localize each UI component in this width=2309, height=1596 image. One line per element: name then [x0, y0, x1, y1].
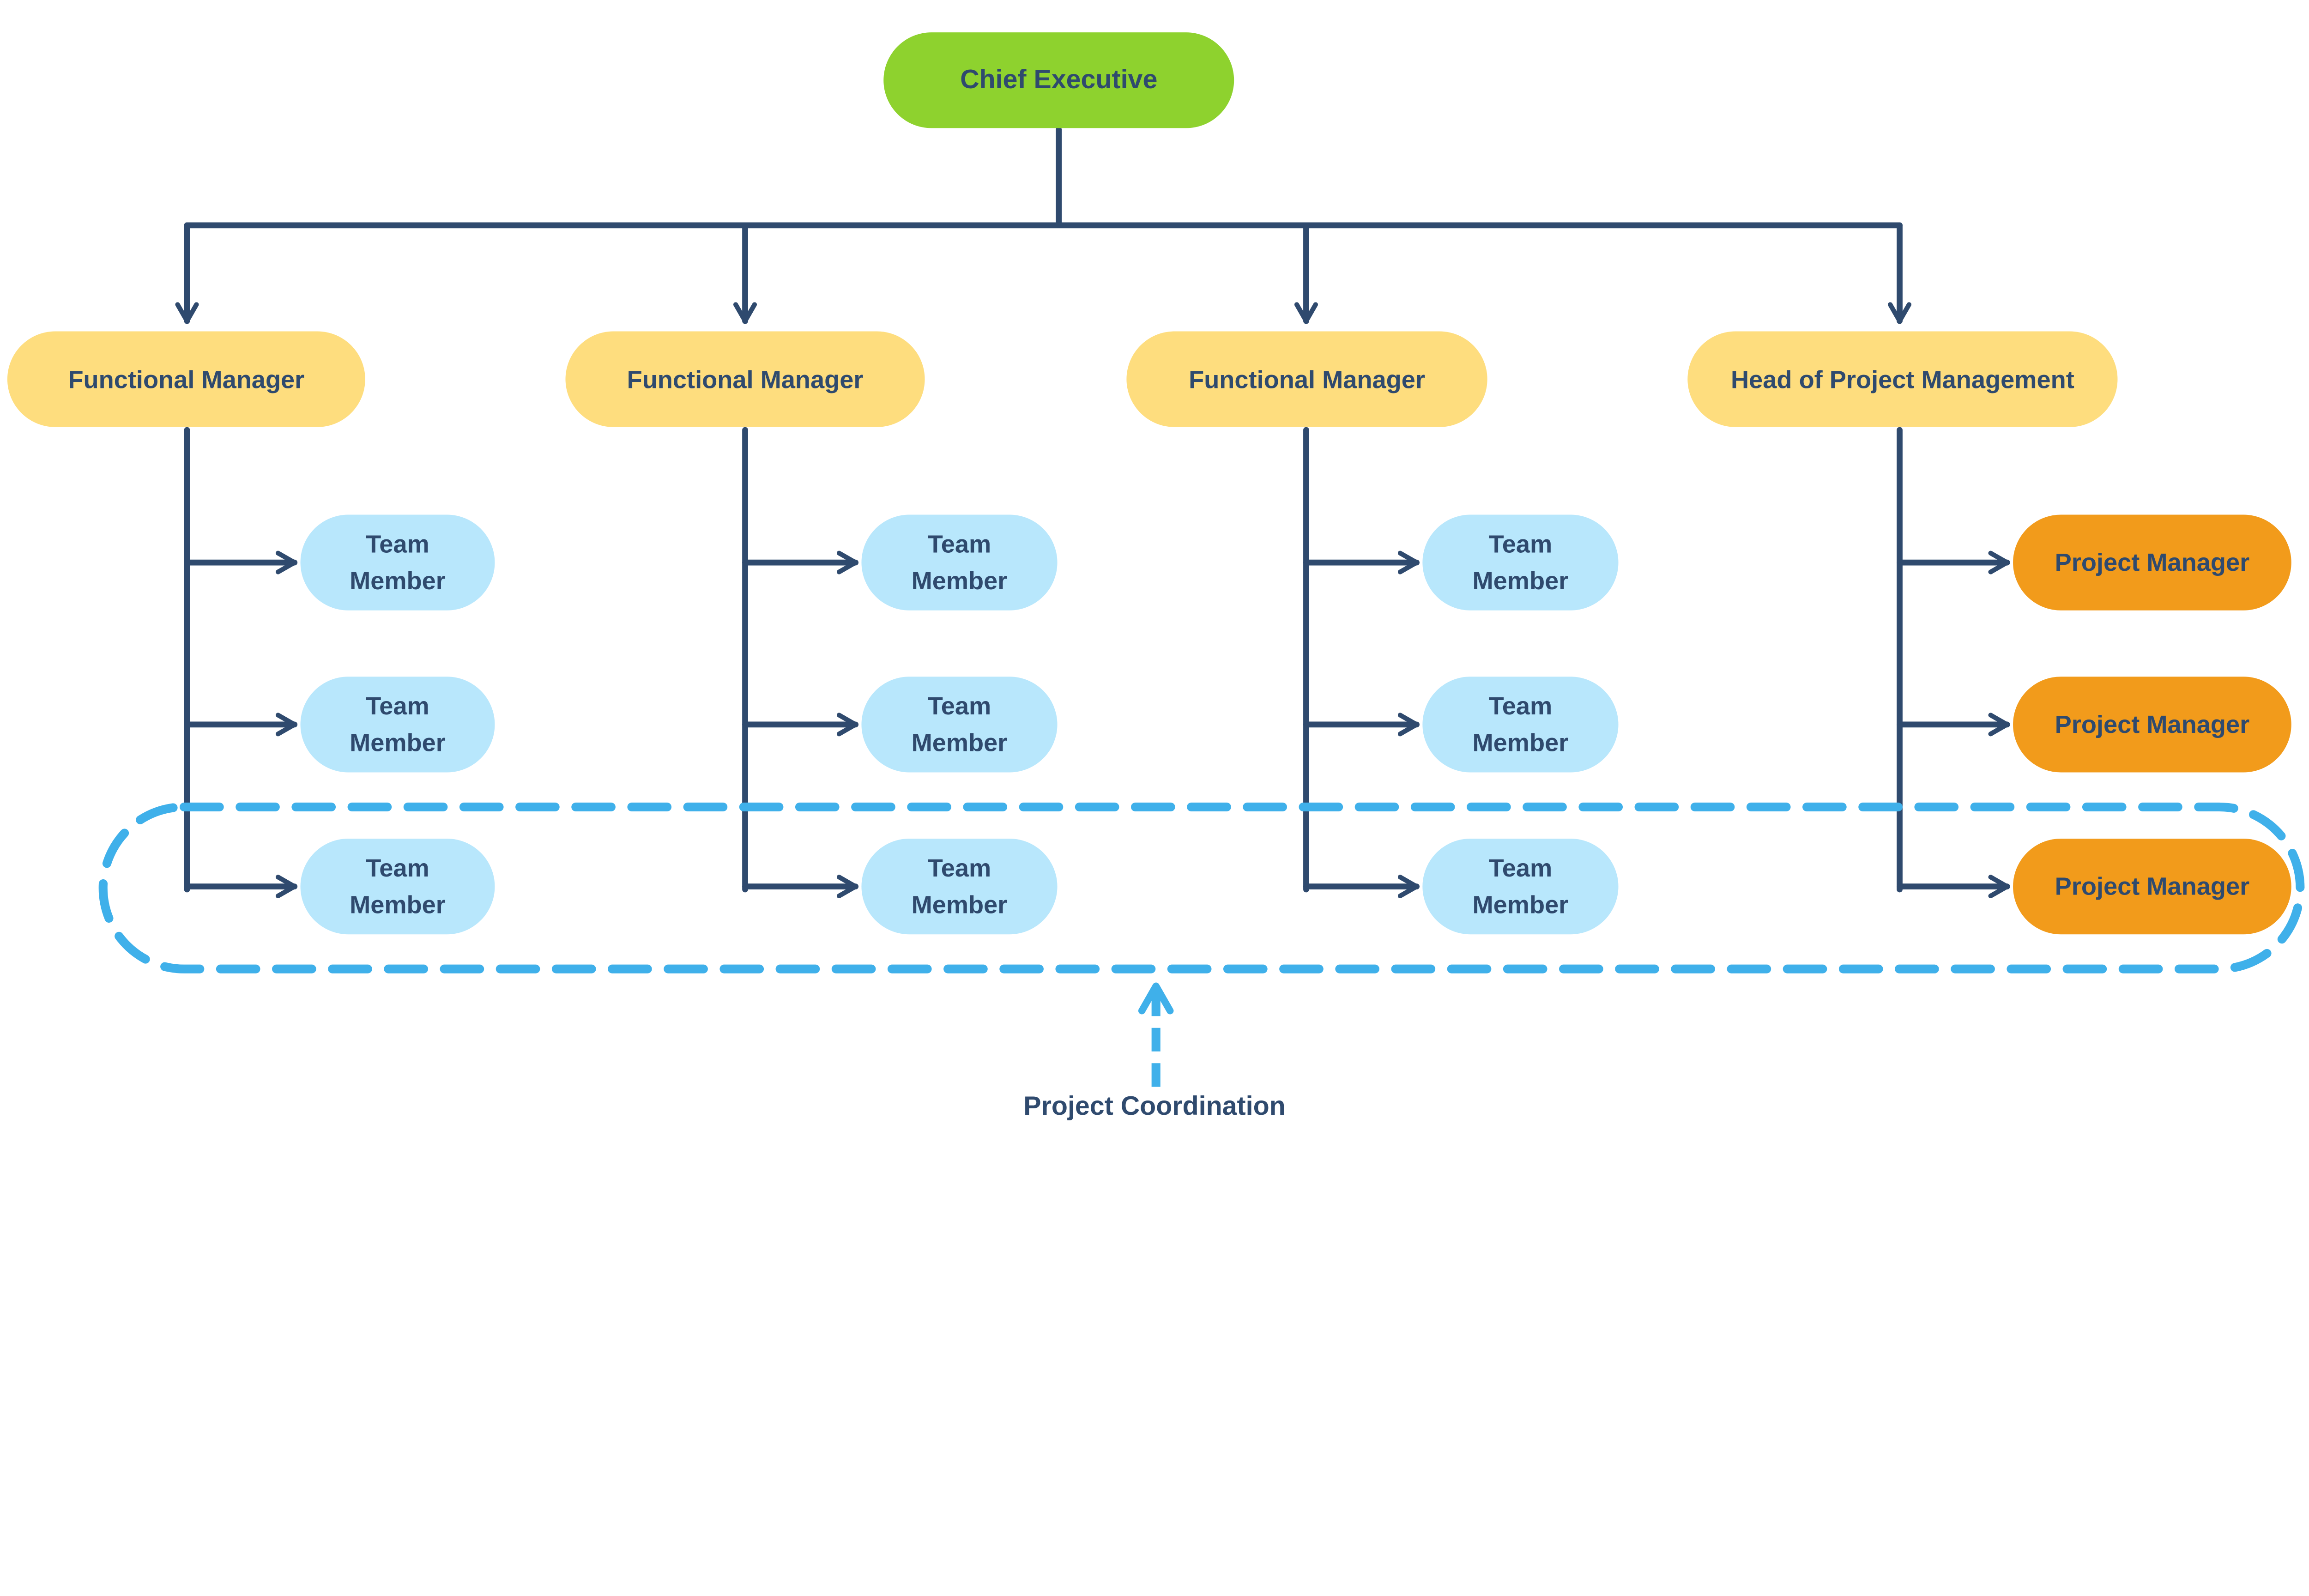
chief-label: Chief Executive: [960, 65, 1157, 94]
node-box: [1422, 677, 1619, 773]
node-label: Team: [1489, 692, 1553, 720]
chief-box: [883, 32, 1234, 128]
node-label: Member: [912, 891, 1008, 919]
coordination-loop: [98, 802, 2305, 973]
node-label: Member: [912, 729, 1008, 757]
org-chart: Functional ManagerTeamMemberTeamMemberTe…: [7, 32, 2305, 1121]
chief-connector: [184, 127, 1903, 229]
node-box: [1422, 514, 1619, 611]
node-box: [2013, 514, 2291, 611]
manager-box: [1687, 331, 2118, 427]
node-label: Member: [350, 729, 446, 757]
manager-label: Functional Manager: [627, 366, 864, 394]
node-box: [300, 514, 495, 611]
chief-node: Chief Executive: [883, 32, 1234, 128]
functional-manager-node: Functional Manager: [7, 331, 365, 427]
node-label: Member: [1473, 567, 1569, 595]
node-label: Team: [928, 530, 991, 558]
node-label: Member: [350, 891, 446, 919]
node-label: Team: [1489, 530, 1553, 558]
node-label: Team: [928, 854, 991, 882]
manager-label: Functional Manager: [1189, 366, 1425, 394]
node-label: Member: [1473, 891, 1569, 919]
project-manager-node: Project Manager: [2013, 839, 2291, 935]
project-manager-node: Project Manager: [2013, 514, 2291, 611]
node-box: [2013, 839, 2291, 935]
manager-label: Head of Project Management: [1731, 366, 2074, 394]
project-manager-node: Project Manager: [2013, 677, 2291, 773]
node-label: Team: [366, 854, 429, 882]
node-label: Member: [1473, 729, 1569, 757]
node-label: Team: [366, 530, 429, 558]
node-box: [861, 677, 1058, 773]
node-box: [300, 839, 495, 935]
node-label: Project Manager: [2055, 873, 2250, 901]
node-label: Team: [366, 692, 429, 720]
head-of-pm-node: Head of Project Management: [1687, 331, 2118, 427]
node-label: Project Manager: [2055, 711, 2250, 738]
node-label: Project Manager: [2055, 549, 2250, 576]
manager-box: [7, 331, 365, 427]
node-label: Member: [912, 567, 1008, 595]
node-box: [2013, 677, 2291, 773]
connectors: [175, 127, 2010, 899]
node-box: [861, 514, 1058, 611]
manager-label: Functional Manager: [68, 366, 304, 394]
coordination-label: Project Coordination: [1023, 1091, 1285, 1121]
node-box: [300, 677, 495, 773]
node-label: Team: [1489, 854, 1553, 882]
manager-box: [565, 331, 925, 427]
node-box: [861, 839, 1058, 935]
node-box: [1422, 839, 1619, 935]
functional-manager-node: Functional Manager: [565, 331, 925, 427]
nodes: Functional ManagerTeamMemberTeamMemberTe…: [7, 331, 2291, 935]
node-label: Member: [350, 567, 446, 595]
node-label: Team: [928, 692, 991, 720]
functional-manager-node: Functional Manager: [1126, 331, 1487, 427]
manager-box: [1126, 331, 1487, 427]
